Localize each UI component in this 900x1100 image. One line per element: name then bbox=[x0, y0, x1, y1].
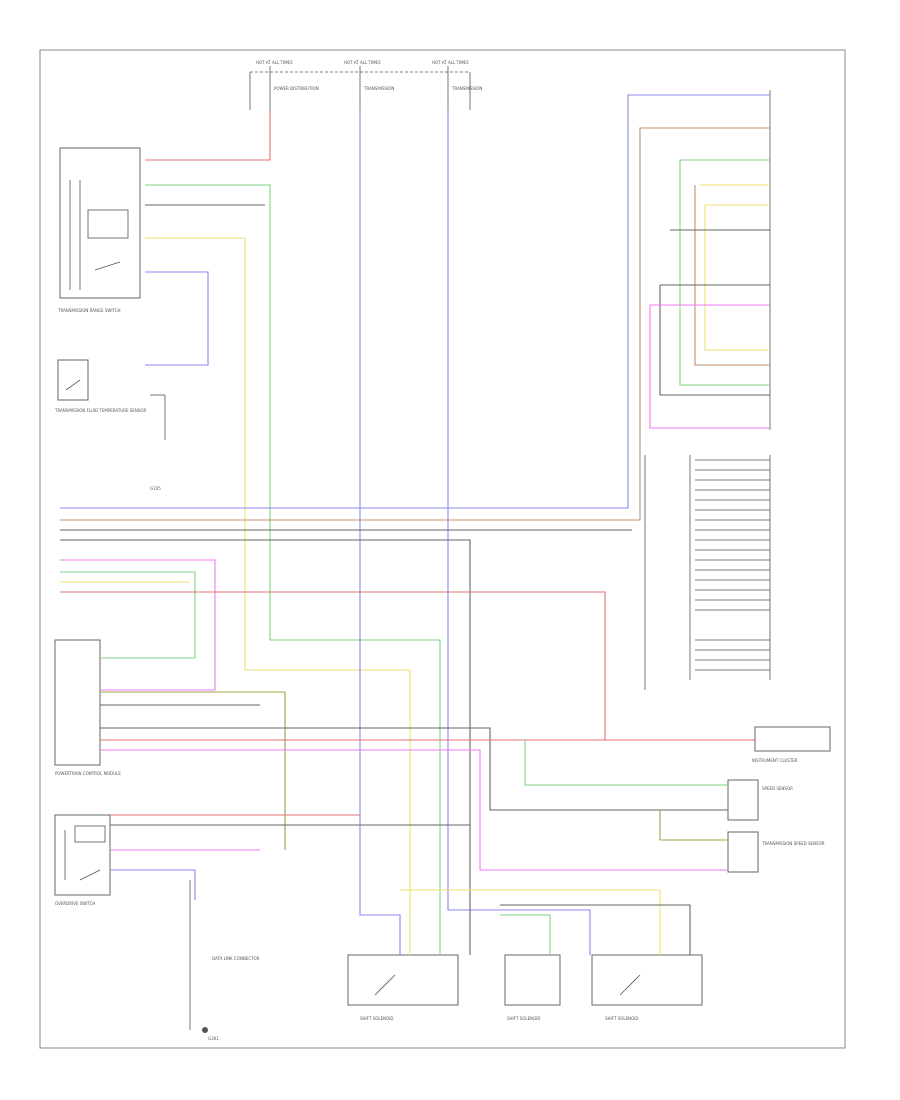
ground-a-label: G105 bbox=[150, 486, 161, 491]
data-link: DATA LINK CONNECTOR G301 bbox=[189, 880, 260, 1041]
oil-temp-sensor: TRANSMISSION FLUID TEMPERATURE SENSOR G1… bbox=[54, 359, 166, 491]
od-switch: OVERDRIVE SWITCH bbox=[54, 814, 111, 906]
diagram-border bbox=[39, 49, 846, 1049]
data-link-label: DATA LINK CONNECTOR bbox=[212, 956, 260, 961]
ground-b-label: G301 bbox=[208, 1036, 219, 1041]
shift-solenoid-b-label: SHIFT SOLENOID bbox=[605, 1016, 639, 1021]
control-module: POWERTRAIN CONTROL MODULE bbox=[54, 639, 121, 776]
instrument-cluster-label: INSTRUMENT CLUSTER bbox=[752, 758, 798, 763]
od-switch-label: OVERDRIVE SWITCH bbox=[55, 901, 95, 906]
speed-sensors: SPEED SENSOR TRANSMISSION SPEED SENSOR bbox=[727, 779, 825, 873]
control-module-label: POWERTRAIN CONTROL MODULE bbox=[55, 771, 121, 776]
fuse-b-desc: TRANSMISSION bbox=[363, 86, 394, 91]
fuse-c-desc: TRANSMISSION bbox=[451, 86, 482, 91]
instrument-cluster: INSTRUMENT CLUSTER bbox=[752, 726, 831, 763]
trans-range-switch-label: TRANSMISSION RANGE SWITCH bbox=[57, 308, 121, 313]
fuse-a-desc: POWER DISTRIBUTION bbox=[274, 86, 319, 91]
trans-range-switch: TRANSMISSION RANGE SWITCH bbox=[57, 147, 141, 313]
tcc-solenoid-label: SHIFT SOLENOID bbox=[507, 1016, 541, 1021]
wires bbox=[60, 94, 770, 955]
fuse-block: HOT AT ALL TIMES HOT AT ALL TIMES HOT AT… bbox=[249, 60, 482, 110]
pin-rows bbox=[695, 459, 770, 671]
fuse-b-label: HOT AT ALL TIMES bbox=[344, 60, 381, 65]
output-speed-sensor-label: SPEED SENSOR bbox=[762, 786, 793, 791]
oil-temp-sensor-label: TRANSMISSION FLUID TEMPERATURE SENSOR bbox=[54, 408, 147, 413]
shift-solenoid-a-label: SHIFT SOLENOID bbox=[360, 1016, 394, 1021]
fuse-a-label: HOT AT ALL TIMES bbox=[256, 60, 293, 65]
right-connector bbox=[644, 90, 771, 690]
fuse-c-label: HOT AT ALL TIMES bbox=[432, 60, 469, 65]
solenoids: SHIFT SOLENOID SHIFT SOLENOID SHIFT SOLE… bbox=[347, 954, 703, 1021]
input-speed-sensor-label: TRANSMISSION SPEED SENSOR bbox=[761, 841, 825, 846]
